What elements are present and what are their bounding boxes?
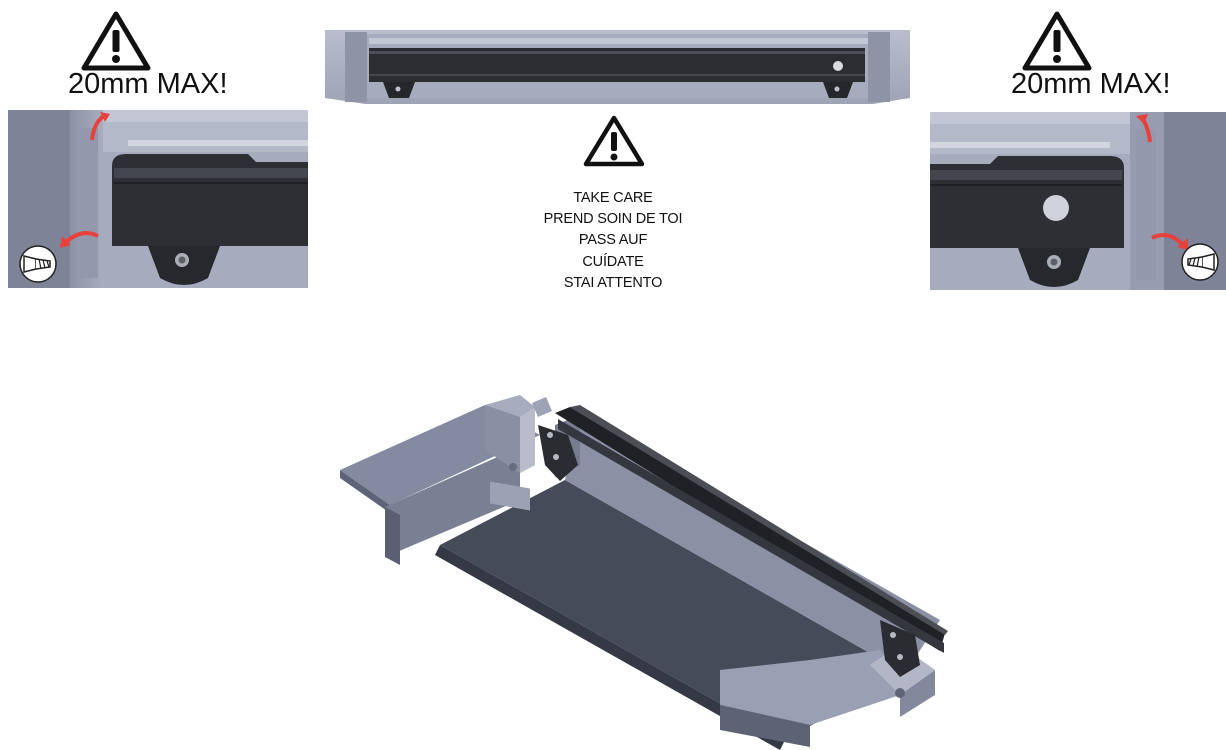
rotate-arrow-icon — [90, 114, 106, 141]
left-detail-view — [8, 110, 308, 288]
care-message-de: PASS AUF — [578, 232, 648, 249]
right-detail-view — [930, 112, 1226, 290]
center-warning — [583, 115, 645, 168]
warning-triangle-icon — [81, 11, 151, 71]
warning-left — [80, 10, 160, 71]
care-message-fr: PREND SOIN DE TOI — [543, 211, 683, 228]
rotate-arrow-icon — [64, 231, 99, 244]
isometric-assembly-view — [340, 395, 950, 750]
max-depth-label-left: 20mm MAX! — [68, 68, 228, 100]
rotate-arrow-icon — [1151, 233, 1184, 246]
warning-right — [1021, 10, 1101, 71]
warning-triangle-icon — [1022, 11, 1092, 71]
warning-triangle-icon — [583, 115, 645, 167]
max-depth-label-right: 20mm MAX! — [1011, 68, 1171, 100]
care-message-en: TAKE CARE — [573, 190, 653, 206]
screw-icon — [1181, 243, 1219, 281]
care-message-it: STAI ATTENTO — [563, 274, 663, 291]
screw-icon — [19, 245, 57, 283]
care-message-es: CUÍDATE — [582, 253, 644, 270]
care-message-list: TAKE CARE PREND SOIN DE TOI PASS AUF CUÍ… — [480, 188, 746, 294]
top-rail-view — [325, 28, 910, 104]
